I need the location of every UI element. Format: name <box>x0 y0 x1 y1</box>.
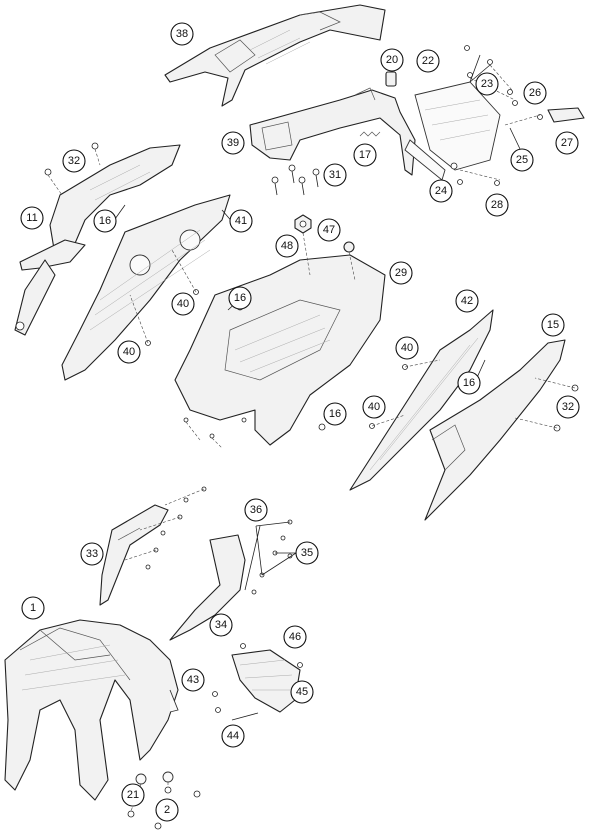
chain-guard-part <box>212 643 303 721</box>
svg-text:48: 48 <box>281 240 293 252</box>
svg-text:40: 40 <box>368 401 380 413</box>
svg-text:42: 42 <box>461 295 473 307</box>
grab-handle-part <box>164 4 386 107</box>
svg-text:26: 26 <box>529 87 541 99</box>
screws-31 <box>271 164 320 196</box>
svg-text:29: 29 <box>395 267 407 279</box>
callout-41: 41 <box>229 209 253 233</box>
svg-text:38: 38 <box>176 28 188 40</box>
callout-16-a: 16 <box>93 209 117 233</box>
callout-22: 22 <box>416 49 440 73</box>
callout-16-c: 16 <box>457 371 481 395</box>
svg-text:43: 43 <box>187 674 199 686</box>
svg-text:16: 16 <box>99 215 111 227</box>
callout-29: 29 <box>389 261 413 285</box>
callout-27: 27 <box>555 131 579 155</box>
callout-26: 26 <box>523 81 547 105</box>
callout-32-right: 32 <box>556 395 580 419</box>
svg-text:40: 40 <box>177 298 189 310</box>
callout-32-top: 32 <box>62 149 86 173</box>
svg-text:32: 32 <box>68 155 80 167</box>
callout-20: 20 <box>380 48 404 72</box>
spring-part <box>359 131 381 137</box>
svg-text:27: 27 <box>561 137 573 149</box>
callout-48: 48 <box>275 234 299 258</box>
callout-43: 43 <box>181 668 205 692</box>
front-small-panel-part <box>99 486 207 606</box>
svg-text:23: 23 <box>481 78 493 90</box>
left-tail-panel-part <box>61 194 231 381</box>
callout-34: 34 <box>209 613 233 637</box>
svg-text:24: 24 <box>435 185 447 197</box>
svg-text:11: 11 <box>26 212 37 224</box>
svg-text:34: 34 <box>215 619 227 631</box>
svg-text:41: 41 <box>235 215 247 227</box>
callout-40-d: 40 <box>362 395 386 419</box>
callout-47: 47 <box>317 218 341 242</box>
callout-39: 39 <box>221 131 245 155</box>
callout-35: 35 <box>295 541 319 565</box>
svg-text:25: 25 <box>516 154 528 166</box>
svg-text:21: 21 <box>127 789 139 801</box>
front-fender-part <box>4 619 179 801</box>
svg-text:20: 20 <box>386 54 398 66</box>
callout-44: 44 <box>221 724 245 748</box>
callout-31: 31 <box>323 163 347 187</box>
svg-text:44: 44 <box>227 730 239 742</box>
callout-40-a: 40 <box>171 292 195 316</box>
svg-text:45: 45 <box>296 686 308 698</box>
svg-text:35: 35 <box>301 547 313 559</box>
callout-23: 23 <box>475 72 499 96</box>
callout-17: 17 <box>353 143 377 167</box>
svg-text:40: 40 <box>401 342 413 354</box>
callout-28: 28 <box>485 193 509 217</box>
license-bracket-part <box>249 87 446 181</box>
callout-46: 46 <box>283 625 307 649</box>
callout-1: 1 <box>21 596 45 620</box>
svg-text:22: 22 <box>422 55 434 67</box>
svg-text:1: 1 <box>30 602 36 614</box>
side-strip-part <box>169 519 297 641</box>
svg-text:31: 31 <box>329 169 341 181</box>
callout-15: 15 <box>541 313 565 337</box>
right-side-cover-part <box>424 339 579 521</box>
callout-42: 42 <box>455 289 479 313</box>
svg-text:36: 36 <box>250 504 262 516</box>
rear-tray-part <box>174 254 386 449</box>
callout-40-b: 40 <box>117 340 141 364</box>
callout-40-c: 40 <box>395 336 419 360</box>
svg-text:16: 16 <box>329 408 341 420</box>
callout-45: 45 <box>290 680 314 704</box>
nuts-47-48 <box>294 214 356 281</box>
svg-text:39: 39 <box>227 137 239 149</box>
callout-2: 2 <box>155 798 179 822</box>
callout-16-b: 16 <box>228 286 252 310</box>
svg-text:2: 2 <box>164 804 170 816</box>
callout-11: 11 <box>20 206 44 230</box>
svg-text:47: 47 <box>323 224 335 236</box>
svg-text:15: 15 <box>547 319 559 331</box>
callout-16-d: 16 <box>323 402 347 426</box>
callout-33: 33 <box>80 542 104 566</box>
callout-25: 25 <box>510 148 534 172</box>
svg-text:46: 46 <box>289 631 301 643</box>
svg-text:33: 33 <box>86 548 98 560</box>
svg-text:17: 17 <box>359 149 371 161</box>
callout-36: 36 <box>244 498 268 522</box>
svg-text:16: 16 <box>234 292 246 304</box>
clip-part <box>385 71 397 87</box>
callout-38: 38 <box>170 22 194 46</box>
right-tail-panel-part <box>349 309 494 491</box>
svg-text:16: 16 <box>463 377 475 389</box>
svg-text:28: 28 <box>491 199 503 211</box>
left-side-cover-part <box>14 142 181 336</box>
callout-24: 24 <box>429 179 453 203</box>
callout-21: 21 <box>121 783 145 807</box>
hardware-2-21 <box>127 771 201 830</box>
svg-text:32: 32 <box>562 401 574 413</box>
svg-text:40: 40 <box>123 346 135 358</box>
reflector-part <box>547 107 585 123</box>
